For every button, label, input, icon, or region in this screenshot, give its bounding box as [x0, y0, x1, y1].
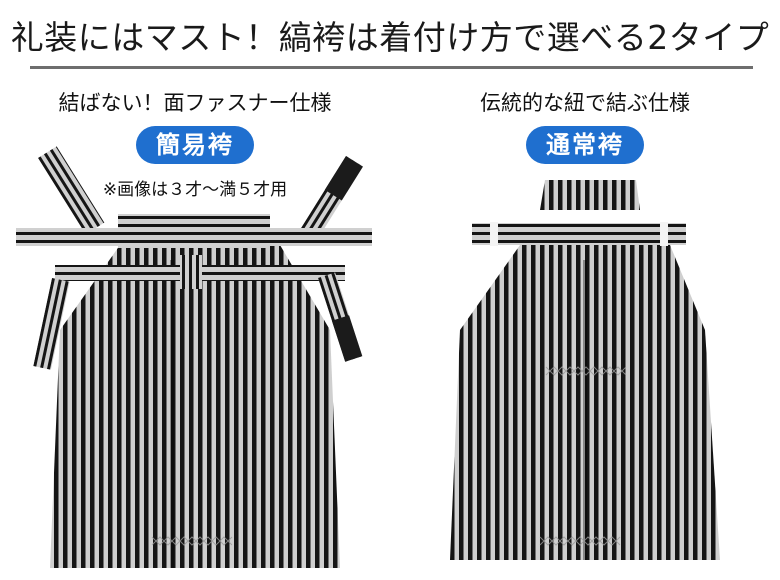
size-note: ※画像は３才〜満５才用: [102, 180, 288, 200]
easy-hakama-subtitle: 結ばない！面ファスナー仕様: [58, 91, 332, 115]
traditional-hakama-image: [450, 180, 720, 560]
page-title: 礼装にはマスト！縞袴は着付け方で選べる2タイプ: [10, 18, 770, 57]
title-divider: [30, 66, 753, 69]
traditional-hakama-subtitle: 伝統的な紐で結ぶ仕様: [480, 91, 690, 115]
traditional-hakama-panel: 伝統的な紐で結ぶ仕様 通常袴: [390, 88, 780, 164]
traditional-hakama-badge: 通常袴: [526, 126, 644, 164]
easy-hakama-panel: 結ばない！面ファスナー仕様 簡易袴: [0, 88, 390, 164]
easy-hakama-badge: 簡易袴: [136, 126, 254, 164]
easy-hakama-image: [16, 146, 372, 568]
